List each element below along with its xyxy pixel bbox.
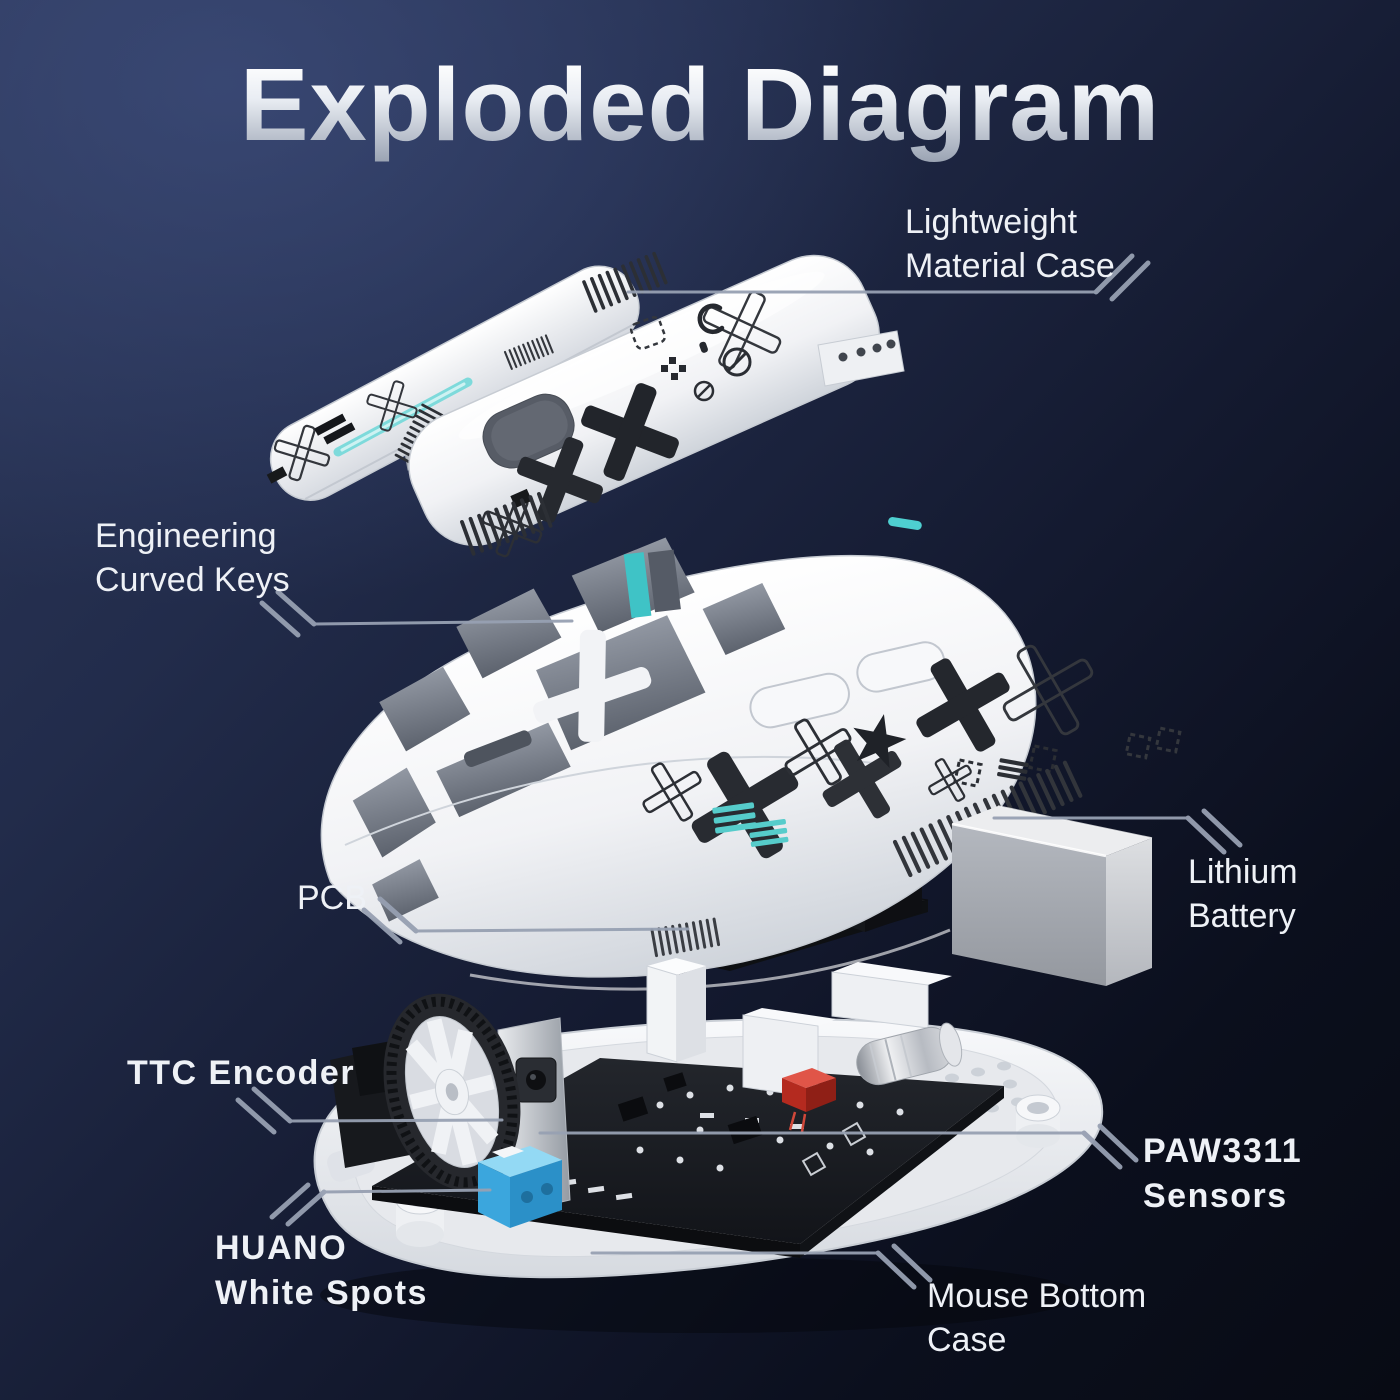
label-curved-keys: Engineering Curved Keys [95, 514, 290, 602]
leader-curved-keys [259, 589, 574, 638]
huano-blue-switch [478, 1146, 562, 1228]
top-case [266, 251, 905, 562]
label-line: Lithium [1188, 853, 1298, 891]
label-ttc-encoder: TTC Encoder [127, 1051, 355, 1096]
label-line: HUANO [215, 1229, 348, 1267]
label-line: TTC Encoder [127, 1054, 356, 1092]
shell-pattern [638, 639, 1182, 958]
label-line: White Spots [215, 1274, 428, 1312]
screw-post [1015, 1094, 1061, 1148]
label-line: Case [927, 1321, 1007, 1359]
label-paw-sensors: PAW3311 Sensors [1143, 1129, 1302, 1219]
label-bottom-case: Mouse Bottom Case [927, 1274, 1146, 1362]
bottom-assembly [313, 958, 1104, 1333]
case-partitions [646, 958, 952, 1099]
leader-lightweight-case [626, 253, 1151, 302]
mouse-shell [320, 517, 1182, 991]
leader-bottom-case [590, 1243, 933, 1290]
label-lightweight-case: Lightweight Material Case [905, 200, 1115, 288]
label-pcb: PCB [297, 876, 367, 920]
label-line: Mouse Bottom [927, 1277, 1147, 1315]
leader-pcb [361, 896, 690, 945]
label-line: Curved Keys [95, 561, 290, 599]
label-battery: Lithium Battery [1188, 850, 1298, 938]
label-line: PAW3311 [1143, 1132, 1303, 1170]
label-line: Lightweight [905, 203, 1078, 241]
red-switch [782, 1068, 836, 1133]
shell-cutouts [352, 537, 786, 922]
teal-indicator [888, 517, 922, 530]
label-line: Engineering [95, 517, 277, 555]
teal-inner-part [623, 552, 652, 619]
label-huano-spots: HUANO White Spots [215, 1226, 428, 1316]
top-case-tab [817, 330, 905, 387]
label-line: Material Case [905, 247, 1115, 285]
label-line: PCB [297, 879, 367, 917]
leader-paw-sensors [538, 1123, 1139, 1170]
leader-ttc-encoder [235, 1086, 504, 1135]
label-line: Battery [1188, 897, 1296, 935]
encoder-barrel [856, 1022, 963, 1086]
leader-battery [992, 808, 1243, 855]
lithium-battery [951, 805, 1153, 986]
page-title: Exploded Diagram [0, 46, 1400, 164]
leader-huano-spots [269, 1182, 492, 1227]
scroll-wheel [383, 993, 521, 1191]
label-line: Sensors [1143, 1177, 1288, 1215]
side-button [856, 641, 946, 693]
